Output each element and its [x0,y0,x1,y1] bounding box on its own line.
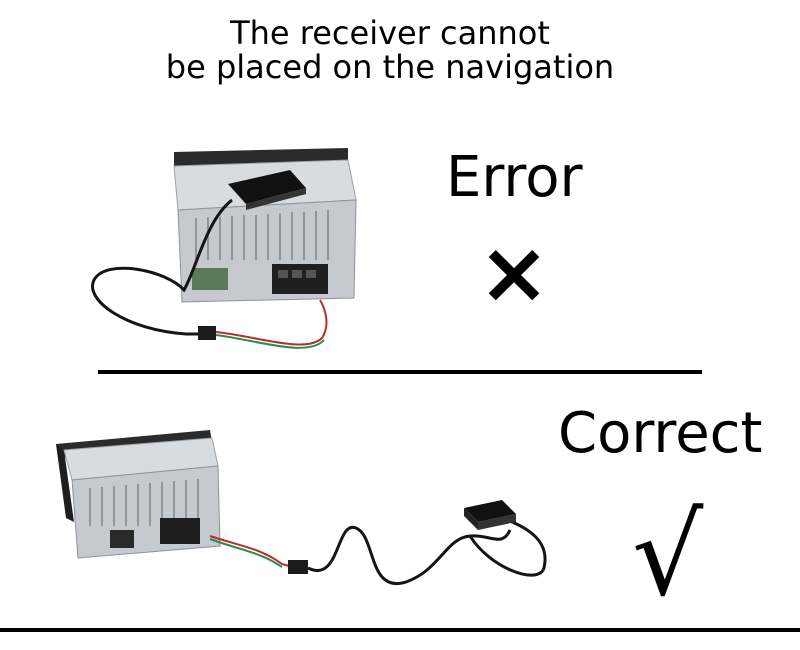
check-icon: √ [632,491,704,621]
title-line-1: The receiver cannot [230,14,550,52]
bottom-divider [0,628,800,632]
cross-icon: × [478,223,551,323]
error-label: Error [446,145,583,210]
error-photo [91,148,357,349]
correct-label: Correct [558,401,763,466]
section-divider [98,370,702,374]
correct-photo [56,430,547,586]
title-line-2: be placed on the navigation [165,48,615,86]
page-title: The receiver cannot be placed on the nav… [0,16,780,84]
